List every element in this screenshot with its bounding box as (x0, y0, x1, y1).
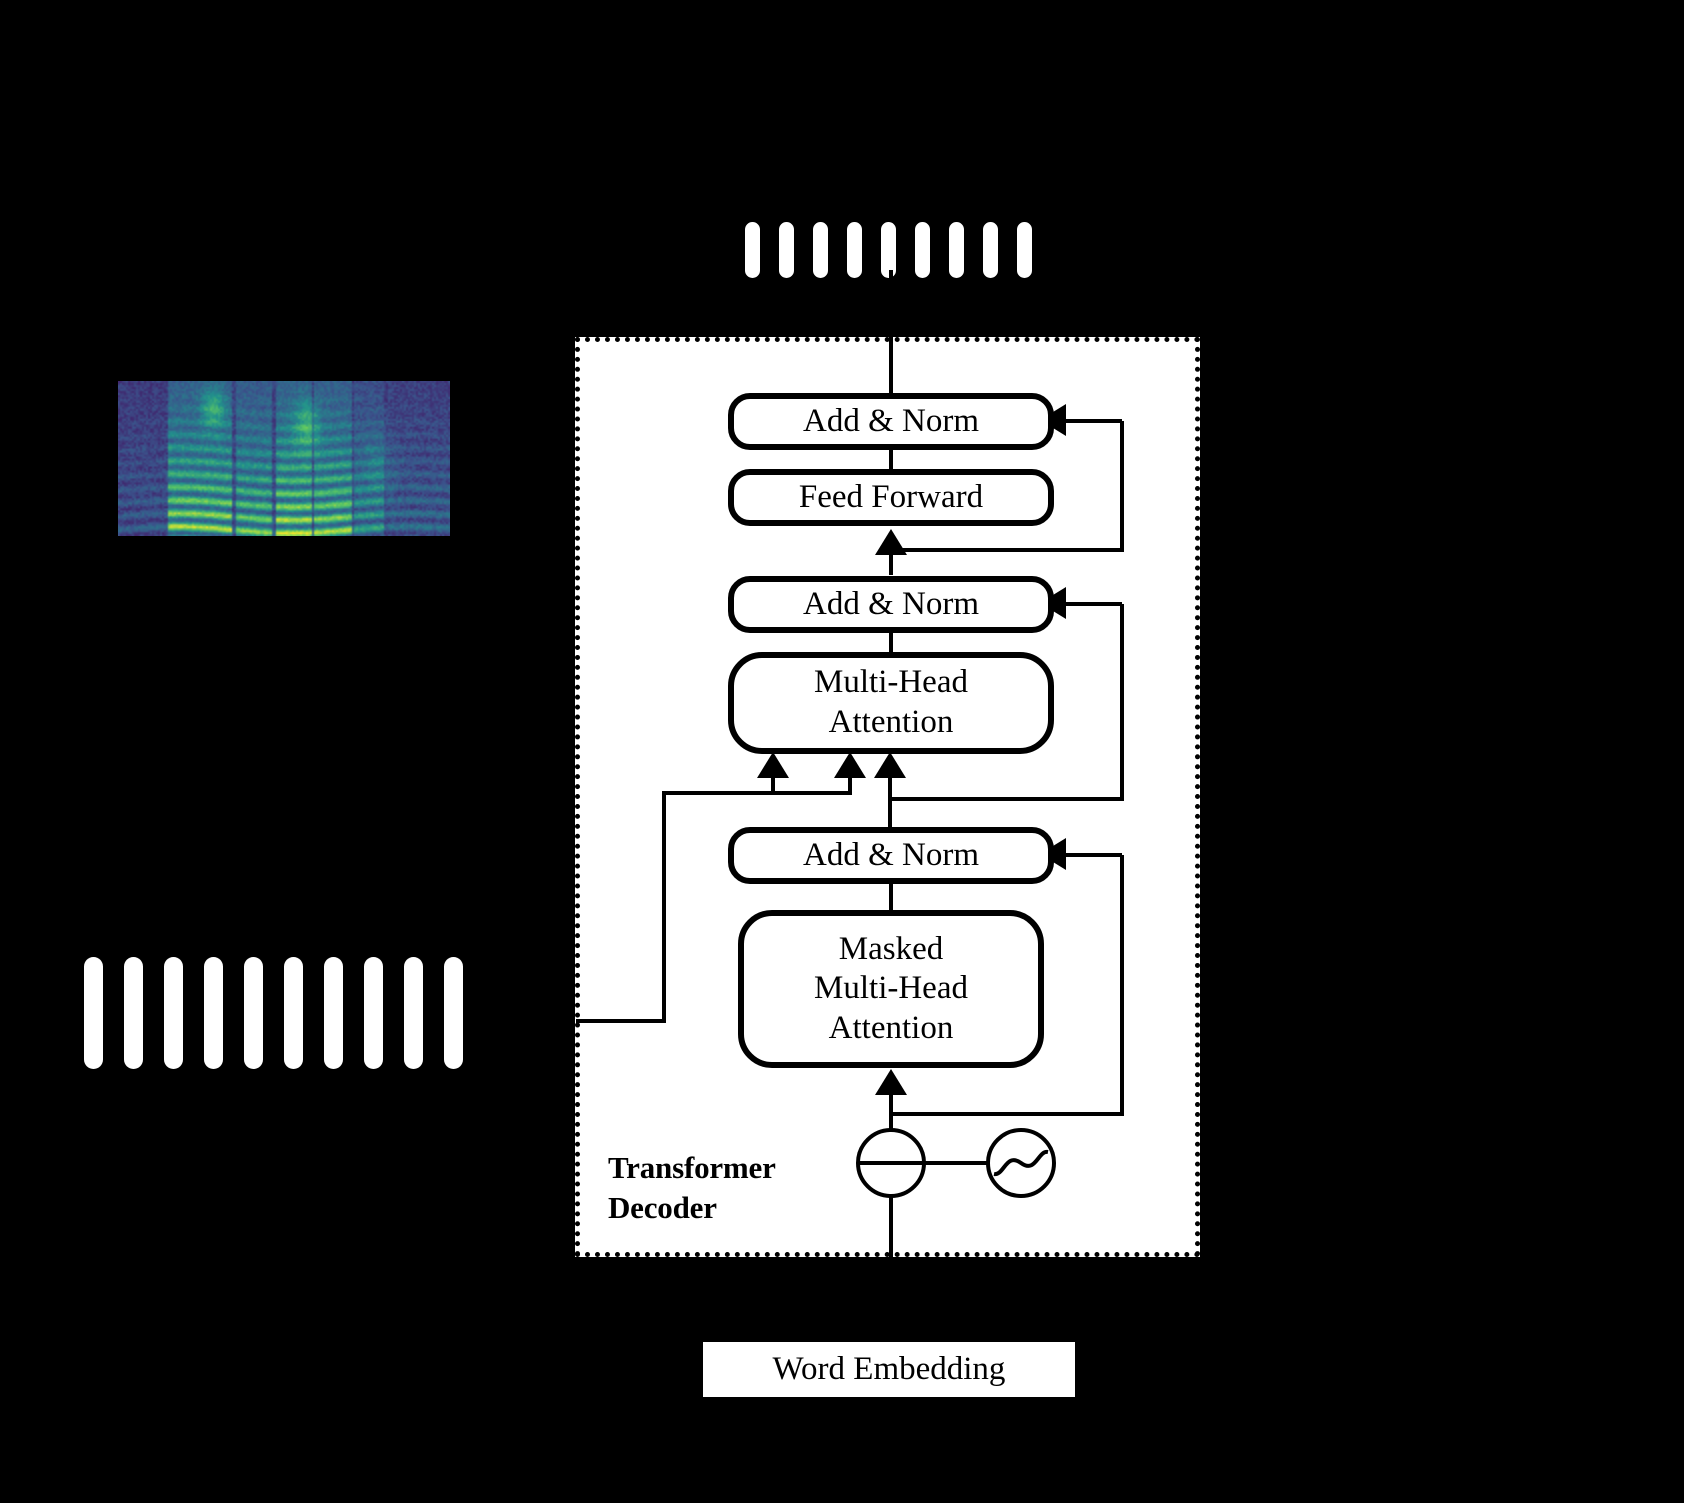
decoder-label-line1: Transformer (608, 1150, 776, 1185)
token-bar (404, 957, 423, 1069)
embedding-input-line (889, 1125, 893, 1400)
mha-arrow3-stem (888, 775, 892, 827)
link-pe-to-masked-head (875, 1069, 907, 1095)
token-bar (324, 957, 343, 1069)
token-bar (204, 957, 223, 1069)
block-label-line2: Multi-Head (814, 970, 968, 1007)
transformer-decoder-label: Transformer Decoder (608, 1148, 838, 1227)
token-bar (813, 222, 828, 278)
token-bar (745, 222, 760, 278)
block-label: Feed Forward (798, 478, 984, 515)
mha-arrow1-stem (771, 775, 775, 795)
decoder-label-line2: Decoder (608, 1189, 717, 1225)
block-label-line3: Attention (828, 1009, 954, 1046)
block-add-norm-mid[interactable]: Add & Norm (728, 576, 1054, 633)
token-bar (915, 222, 930, 278)
token-bar (124, 957, 143, 1069)
input-token-sequence (84, 957, 463, 1069)
token-bar (779, 222, 794, 278)
token-bar (983, 222, 998, 278)
link-masked-to-addnormbottom (889, 882, 893, 912)
block-multi-head-attention[interactable]: Multi-Head Attention (728, 652, 1054, 754)
word-embedding-label: Word Embedding (772, 1351, 1006, 1387)
residual-3-riser (1120, 855, 1124, 1114)
token-bar (881, 222, 896, 278)
oplus-horizontal-stroke (858, 1161, 924, 1165)
block-add-norm-top[interactable]: Add & Norm (728, 393, 1054, 450)
decoder-output-line (889, 270, 893, 400)
block-masked-multi-head-attention[interactable]: Masked Multi-Head Attention (738, 910, 1044, 1068)
block-label: Add & Norm (803, 585, 979, 622)
block-label-line1: Masked (838, 930, 944, 967)
block-label-line2: Attention (828, 704, 954, 740)
link-ff-to-addnorm-top (889, 448, 893, 472)
link-addnormmid-to-ff-stem (889, 555, 893, 575)
sine-wave-glyph (993, 1150, 1049, 1176)
token-bar (244, 957, 263, 1069)
block-feed-forward[interactable]: Feed Forward (728, 469, 1054, 526)
link-mha-to-addnormmid (889, 631, 893, 655)
residual-2-riser (1120, 604, 1124, 799)
pe-connector-line (924, 1161, 988, 1165)
residual-3-bottom (892, 1112, 1124, 1116)
mha-arrow2-stem (848, 775, 852, 795)
mel-spectrogram (118, 381, 450, 536)
spectrogram-canvas (118, 381, 450, 536)
cross-attention-entry (576, 1019, 666, 1023)
residual-1-bottom (892, 548, 1124, 552)
residual-1-riser (1120, 421, 1124, 550)
residual-2-bottom (892, 797, 1124, 801)
mha-arrow2-head (834, 752, 866, 778)
block-add-norm-bottom[interactable]: Add & Norm (728, 827, 1054, 884)
cross-attention-top (662, 791, 852, 795)
token-bar (949, 222, 964, 278)
sine-wave-icon (986, 1128, 1056, 1198)
block-label: Add & Norm (803, 836, 979, 873)
link-addnormmid-to-ff-head (875, 529, 907, 555)
output-token-sequence (745, 222, 1032, 278)
block-word-embedding[interactable]: Word Embedding (703, 1342, 1075, 1397)
cross-attention-riser (662, 793, 666, 1021)
token-bar (847, 222, 862, 278)
token-bar (84, 957, 103, 1069)
token-bar (1017, 222, 1032, 278)
mha-arrow1-head (757, 752, 789, 778)
mha-arrow3-head (874, 752, 906, 778)
token-bar (444, 957, 463, 1069)
link-pe-to-masked-stem (889, 1095, 893, 1125)
residual-1-top (1060, 419, 1122, 423)
token-bar (164, 957, 183, 1069)
residual-2-top (1060, 602, 1122, 606)
block-label: Add & Norm (803, 402, 979, 439)
token-bar (284, 957, 303, 1069)
residual-3-top (1060, 853, 1122, 857)
block-label-line1: Multi-Head (814, 664, 968, 701)
token-bar (364, 957, 383, 1069)
